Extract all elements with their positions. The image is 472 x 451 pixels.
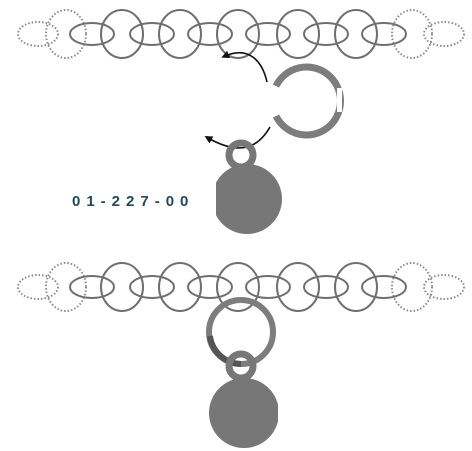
charm-disc	[212, 164, 282, 234]
charm-bail-attached	[225, 350, 257, 382]
chain-top-round-links	[100, 9, 378, 59]
arrow-ring-to-chain	[221, 50, 268, 83]
charm-disc-attached	[209, 378, 279, 448]
chain-bottom-dotted-left	[17, 262, 87, 312]
chain-top-dotted-left	[17, 9, 87, 59]
chain-bottom-round-links	[100, 262, 378, 312]
charm-pendant-attached	[209, 350, 282, 448]
open-jump-ring	[272, 63, 345, 139]
chain-top-flat-links	[69, 22, 407, 46]
attached-jump-ring	[206, 297, 276, 367]
chain-bottom-dotted-right	[391, 262, 465, 312]
chain-bottom-flat-links	[69, 275, 407, 299]
chain-bottom	[17, 262, 465, 312]
chain-top-dotted-right	[391, 9, 465, 59]
part-number-label: 01-227-00	[72, 193, 195, 210]
chain-top	[17, 9, 465, 59]
charm-pendant	[212, 139, 282, 234]
charm-bail	[225, 139, 257, 171]
